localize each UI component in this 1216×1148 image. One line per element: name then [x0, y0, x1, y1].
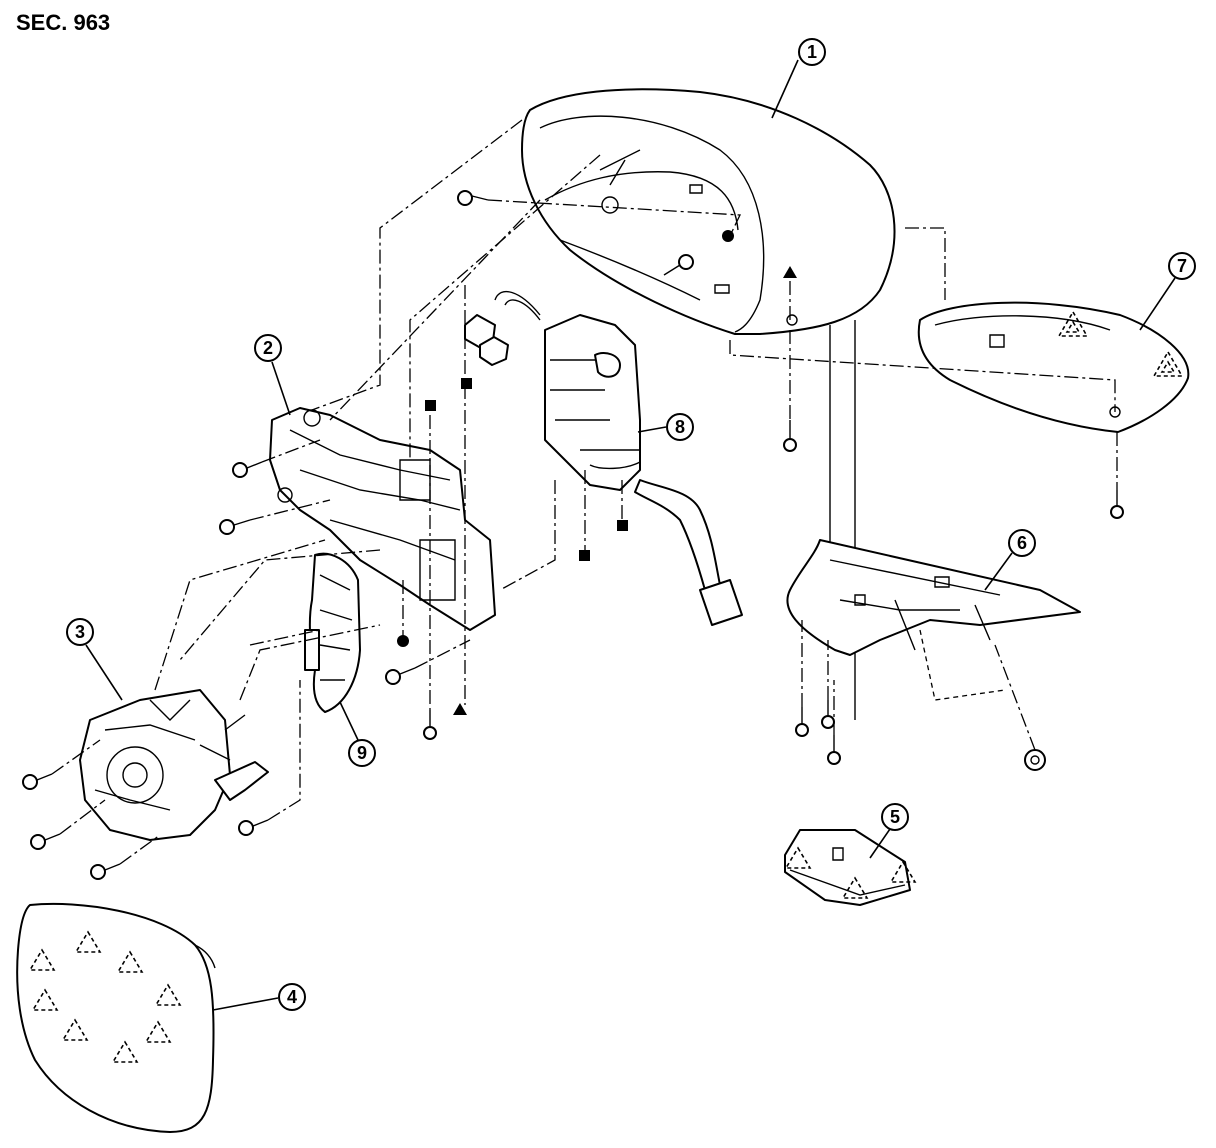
base-cover [786, 539, 1081, 701]
callout-5: 5 [881, 803, 909, 831]
callout-2: 2 [254, 334, 282, 362]
screw [385, 667, 416, 685]
screw [457, 190, 489, 206]
mirror-bracket [269, 407, 496, 631]
filled-square-marker [461, 378, 472, 389]
svg-text:6: 6 [1017, 533, 1027, 553]
callout-7: 7 [1168, 252, 1196, 280]
screw [1110, 490, 1124, 519]
lower-cover [917, 301, 1190, 433]
screw [238, 819, 269, 836]
screw [821, 700, 835, 729]
clip-nut [1024, 749, 1046, 771]
screw [22, 773, 53, 790]
glass-holder [304, 552, 361, 713]
screw [423, 710, 437, 740]
callout-6: 6 [1008, 529, 1036, 557]
screw [827, 735, 841, 765]
callouts: 1 2 3 4 5 6 7 8 9 [66, 38, 1196, 1011]
screw [663, 254, 694, 276]
markers [397, 230, 797, 715]
assembly-lines [51, 119, 1118, 865]
mirror-motor-harness [464, 290, 743, 626]
callout-1: 1 [798, 38, 826, 66]
svg-text:1: 1 [807, 42, 817, 62]
screw [783, 420, 797, 452]
svg-text:7: 7 [1177, 256, 1187, 276]
screw [30, 833, 61, 850]
section-label: SEC. 963 [16, 10, 111, 35]
filled-square-marker [425, 400, 436, 411]
svg-text:2: 2 [263, 338, 273, 358]
callout-9: 9 [348, 739, 376, 767]
actuator-motor [79, 689, 269, 841]
svg-text:9: 9 [357, 743, 367, 763]
filled-triangle-marker [453, 703, 467, 715]
svg-text:4: 4 [287, 987, 297, 1007]
filled-triangle-marker [783, 266, 797, 278]
filled-circle-marker [722, 230, 734, 242]
small-cover [784, 829, 917, 906]
svg-text:5: 5 [890, 807, 900, 827]
screws [22, 190, 1124, 880]
screw [232, 461, 263, 478]
screw [219, 519, 251, 535]
svg-text:3: 3 [75, 622, 85, 642]
filled-square-marker [579, 550, 590, 561]
filled-square-marker [617, 520, 628, 531]
callout-3: 3 [66, 618, 94, 646]
screw [795, 707, 809, 737]
callout-8: 8 [666, 413, 694, 441]
filled-circle-marker [397, 635, 409, 647]
screw [90, 863, 121, 880]
callout-4: 4 [278, 983, 306, 1011]
svg-text:8: 8 [675, 417, 685, 437]
mirror-glass [16, 902, 216, 1133]
